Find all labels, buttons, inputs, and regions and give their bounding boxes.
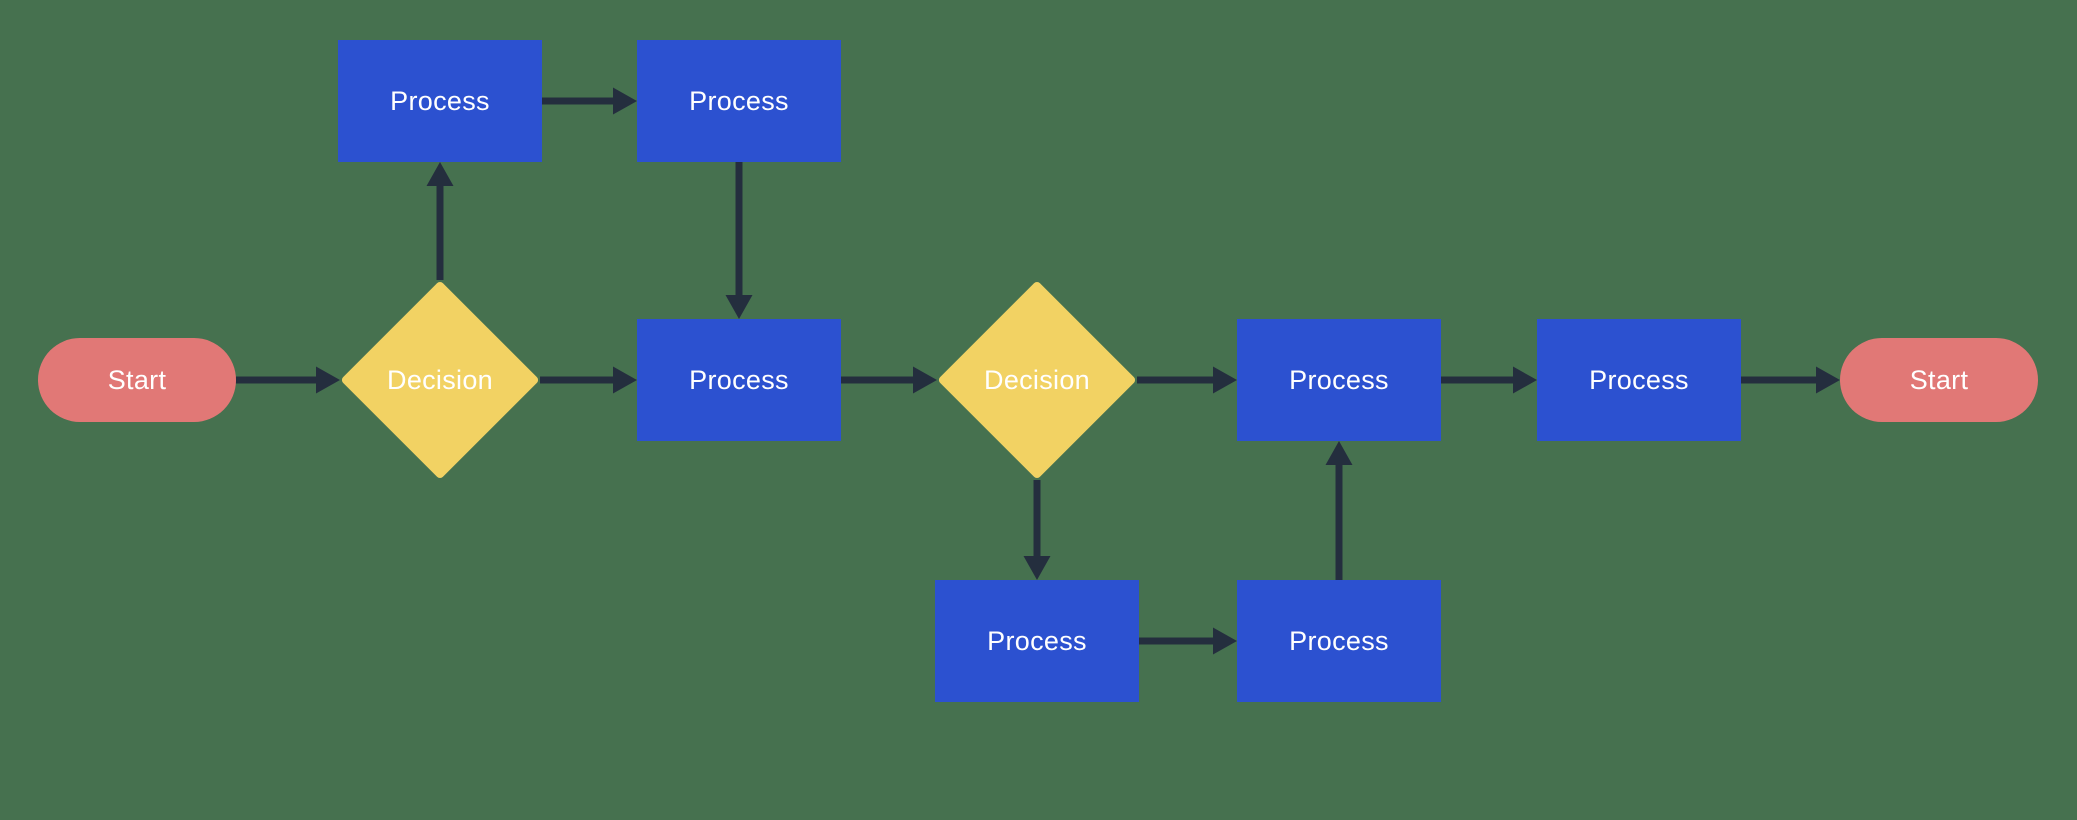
connector-process-middle-to-decision-2 xyxy=(841,366,937,394)
node-process-middle-label: Process xyxy=(689,364,789,395)
node-process-bottom-1-label: Process xyxy=(987,625,1087,656)
connector-start-left-to-decision-1 xyxy=(236,366,340,394)
connector-decision-2-to-process-right-1 xyxy=(1137,366,1237,394)
node-decision-1-label: Decision xyxy=(387,364,493,395)
node-start-right-label: Start xyxy=(1909,364,1969,395)
node-start-left: Start xyxy=(38,338,236,422)
node-decision-2: Decision xyxy=(937,280,1137,480)
node-process-top-1-label: Process xyxy=(390,85,490,116)
connector-decision-1-to-process-middle xyxy=(540,366,637,394)
node-process-right-2: Process xyxy=(1537,319,1741,441)
node-process-bottom-2-label: Process xyxy=(1289,625,1389,656)
node-decision-1: Decision xyxy=(340,280,540,480)
connector-process-bottom-2-to-process-right-1 xyxy=(1325,441,1353,580)
node-start-right: Start xyxy=(1840,338,2038,422)
connector-process-right-2-to-start-right xyxy=(1741,366,1840,394)
node-process-top-1: Process xyxy=(338,40,542,162)
connector-process-top-2-to-process-middle xyxy=(725,162,753,319)
node-process-right-2-label: Process xyxy=(1589,364,1689,395)
node-process-right-1: Process xyxy=(1237,319,1441,441)
node-process-top-2-label: Process xyxy=(689,85,789,116)
connector-decision-2-to-process-bottom-1 xyxy=(1023,480,1051,580)
node-process-bottom-1: Process xyxy=(935,580,1139,702)
node-process-top-2: Process xyxy=(637,40,841,162)
connector-process-top-1-to-process-top-2 xyxy=(542,87,637,115)
connector-process-bottom-1-to-process-bottom-2 xyxy=(1139,627,1237,655)
node-start-left-label: Start xyxy=(107,364,167,395)
node-process-middle: Process xyxy=(637,319,841,441)
node-process-right-1-label: Process xyxy=(1289,364,1389,395)
node-process-bottom-2: Process xyxy=(1237,580,1441,702)
connector-decision-1-to-process-top-1 xyxy=(426,162,454,280)
node-decision-2-label: Decision xyxy=(984,364,1090,395)
connector-process-right-1-to-process-right-2 xyxy=(1441,366,1537,394)
